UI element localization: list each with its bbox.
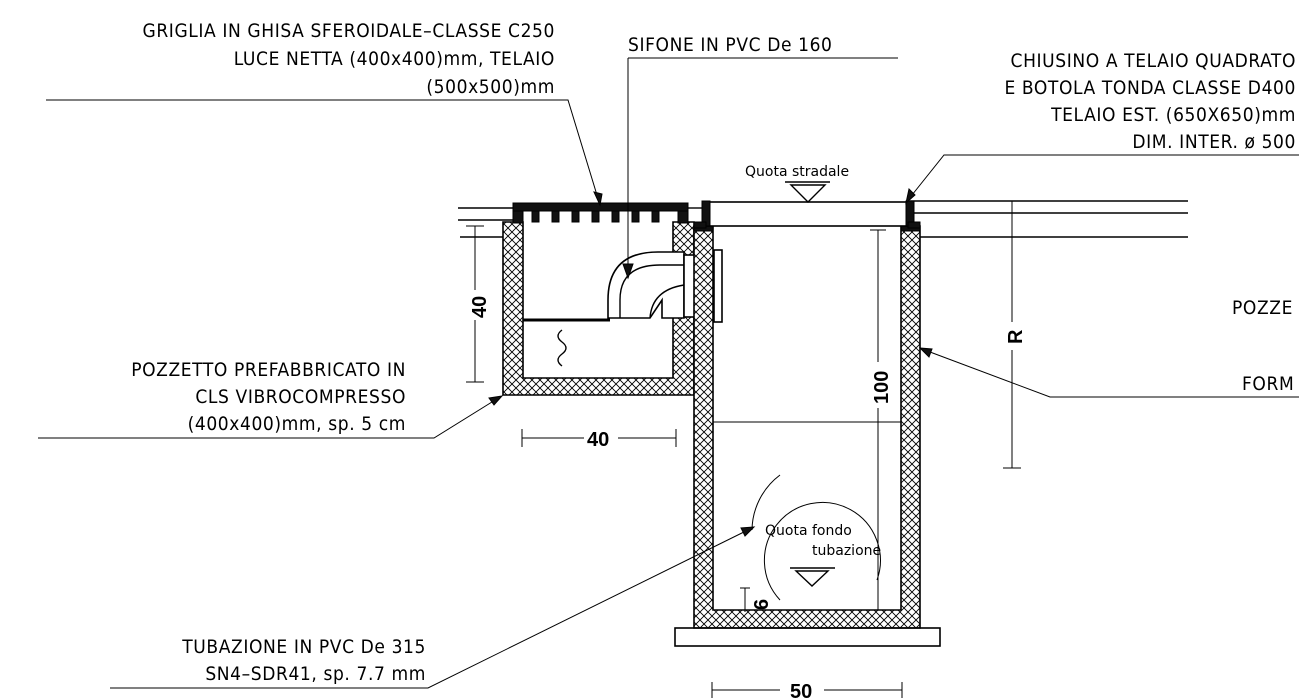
tubazione-line1: TUBAZIONE IN PVC De 315 [181,636,426,658]
annotation-labels: GRIGLIA IN GHISA SFEROIDALE–CLASSE C250 … [131,20,1296,685]
chiusino-line3: TELAIO EST. (650X650)mm [1050,104,1296,126]
dim-big-height: 100 [871,371,893,404]
chiusino-line4: DIM. INTER. ø 500 [1132,131,1296,153]
form-cut-label: FORM [1242,373,1294,395]
pozzetto-line2: CLS VIBROCOMPRESSO [195,386,406,408]
road-surface [458,200,1188,238]
manhole-cover [693,200,921,229]
griglia-line3: (500x500)mm [426,76,555,98]
pozzetto-line3: (400x400)mm, sp. 5 cm [188,413,406,435]
dim-small-width: 40 [587,429,609,451]
dim-big-width: 50 [790,681,812,700]
pipe-section: Quota fondo tubazione [751,474,881,601]
griglia-line2: LUCE NETTA (400x400)mm, TELAIO [234,48,555,70]
tubazione-line2: SN4–SDR41, sp. 7.7 mm [205,663,426,685]
dim-rise: R [1005,329,1027,344]
pozzetto-line1: POZZETTO PREFABBRICATO IN [131,359,406,381]
sifone-label: SIFONE IN PVC De 160 [628,34,833,56]
dim-small-height: 40 [469,296,491,318]
road-level-marker: Quota stradale [745,164,849,203]
griglia-line1: GRIGLIA IN GHISA SFEROIDALE–CLASSE C250 [142,20,555,42]
small-pit [502,221,695,396]
quota-fondo-line1: Quota fondo [765,523,852,539]
chiusino-line1: CHIUSINO A TELAIO QUADRATO [1011,50,1296,72]
quota-stradale-label: Quota stradale [745,164,849,180]
dim-bottom-thickness: 6 [751,599,773,610]
quota-fondo-line2: tubazione [812,543,881,559]
dimensions: 40 40 100 6 50 R [462,200,1027,700]
pozze-cut-label: POZZE [1232,297,1293,319]
leaders [38,57,1299,689]
grate [512,202,689,224]
chiusino-line2: E BOTOLA TONDA CLASSE D400 [1004,77,1296,99]
